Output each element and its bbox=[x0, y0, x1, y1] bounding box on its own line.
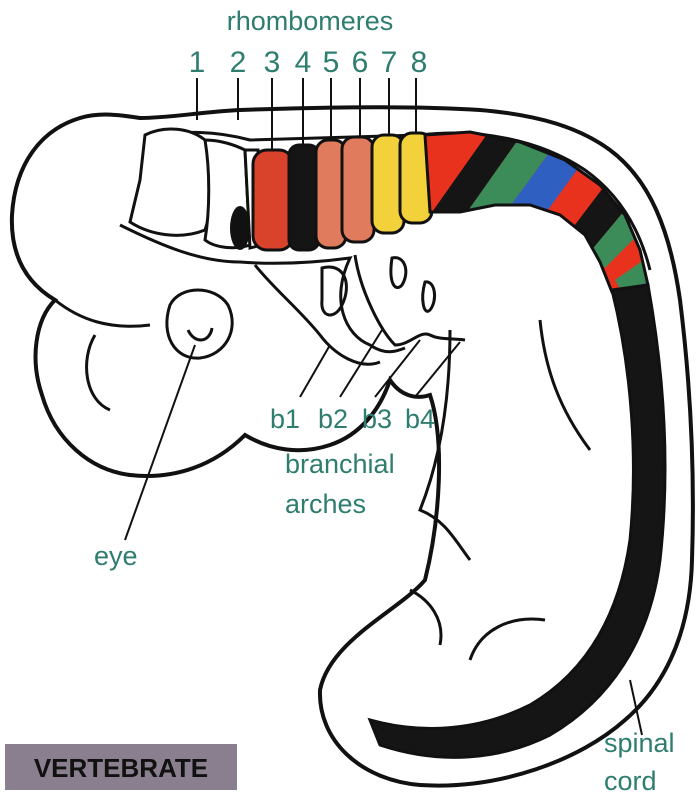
limb-bud-1 bbox=[410, 590, 441, 645]
eye-outline bbox=[167, 290, 232, 358]
rhombomere-number-6: 6 bbox=[352, 46, 369, 79]
rhombomere-number-5: 5 bbox=[323, 46, 340, 79]
head-outline-lower bbox=[55, 300, 150, 410]
branchial-pouch-3 bbox=[423, 282, 435, 311]
rhombomere-number-4: 4 bbox=[295, 46, 312, 79]
spinal-label: spinal bbox=[604, 728, 675, 758]
eye-leader bbox=[125, 345, 195, 540]
arches-label: arches bbox=[285, 489, 366, 519]
rhombomere-number-1: 1 bbox=[189, 46, 206, 79]
branchial-label: branchial bbox=[285, 449, 395, 479]
rhombomere-number-3: 3 bbox=[264, 46, 281, 79]
rhombomere-number-7: 7 bbox=[381, 46, 398, 79]
trunk-curve-2 bbox=[420, 330, 470, 560]
vertebrate-badge-text: VERTEBRATE bbox=[34, 753, 208, 783]
trunk-curve-1 bbox=[540, 320, 590, 450]
rhombomere-number-2: 2 bbox=[230, 46, 247, 79]
eye-lens bbox=[188, 328, 212, 340]
b4-label: b4 bbox=[405, 404, 435, 434]
rhombomere-2-dark-spot bbox=[230, 206, 250, 250]
spinal-cord bbox=[370, 285, 665, 757]
branchial-pouch-2 bbox=[391, 258, 406, 288]
rhombomere-6 bbox=[342, 137, 374, 242]
b4-leader bbox=[415, 342, 460, 397]
brain-lobe-outline bbox=[130, 129, 213, 235]
b1-leader bbox=[300, 345, 330, 397]
rhombomeres-title: rhombomeres bbox=[227, 6, 394, 36]
b3-label: b3 bbox=[362, 404, 392, 434]
b2-label: b2 bbox=[318, 404, 348, 434]
limb-bud-2 bbox=[470, 619, 545, 660]
eye-label: eye bbox=[94, 541, 138, 571]
rhombomere-3 bbox=[253, 150, 293, 250]
cord-label: cord bbox=[604, 766, 657, 796]
rhombomere-number-8: 8 bbox=[411, 46, 428, 79]
b1-label: b1 bbox=[270, 404, 300, 434]
